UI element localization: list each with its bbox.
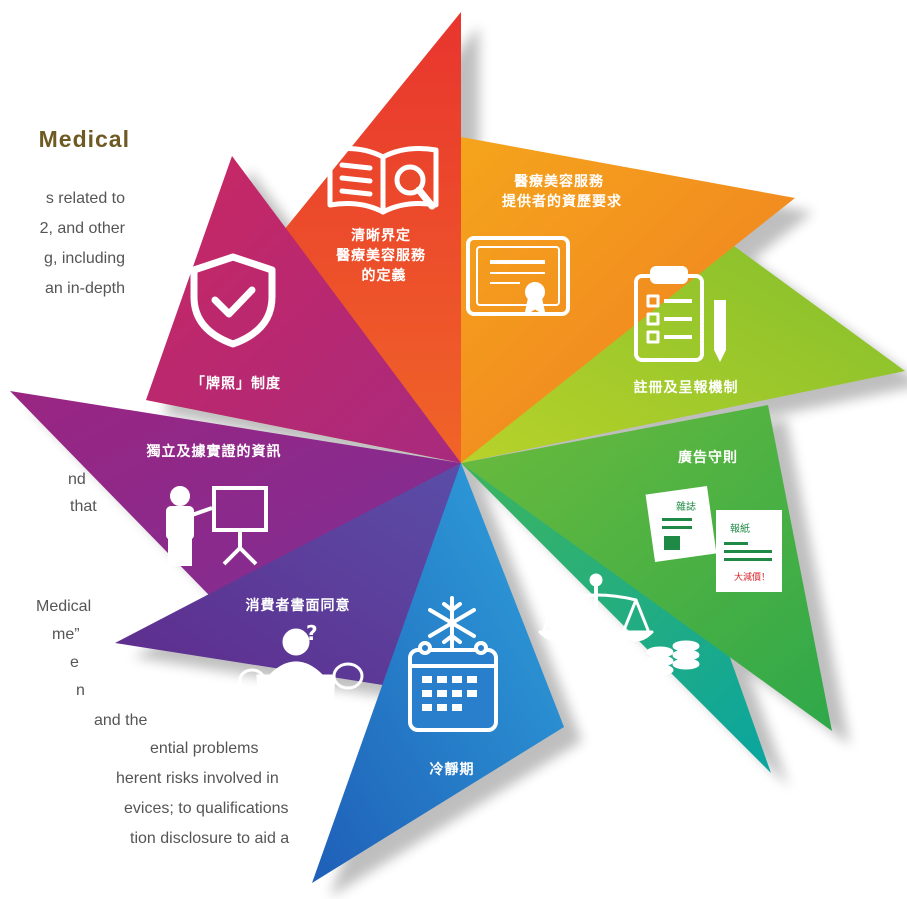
blade-disputes xyxy=(461,463,771,773)
blade-qualifications xyxy=(461,137,795,463)
magazine-label: 雜誌 xyxy=(676,500,696,513)
body-text-line: g, including xyxy=(44,250,125,267)
body-text-line: and the xyxy=(94,712,148,729)
presenter-board-icon xyxy=(166,486,268,566)
qualifications-label: 醫療美容服務 提供者的資歷要求 xyxy=(502,173,622,210)
disputes-label: 排解糾紛及 申訴機制 xyxy=(580,701,661,740)
body-text-line: e xyxy=(70,654,79,671)
advertising-label: 廣告守則 xyxy=(678,449,738,466)
blade-advertising xyxy=(461,405,832,731)
body-text-line: an in-depth xyxy=(44,280,125,297)
svg-text:?: ? xyxy=(306,621,318,645)
clipboard-pen-icon xyxy=(634,266,726,362)
consent-person-icon: ? xyxy=(238,621,364,730)
shield-check-icon xyxy=(190,253,276,348)
body-text-line: that xyxy=(70,498,97,515)
scale-coins-icon xyxy=(538,573,700,676)
registration-label: 註冊及呈報機制 xyxy=(634,379,739,396)
body-text-line: herent risks involved in xyxy=(116,770,279,787)
body-text-line: me” xyxy=(52,626,80,643)
cooling-off-label: 冷靜期 xyxy=(430,761,475,778)
body-text-line: tion disclosure to aid a xyxy=(130,830,290,847)
body-text-line: ential problems xyxy=(150,740,259,757)
sale-label: 大減價！ xyxy=(734,571,770,583)
certificate-icon xyxy=(466,236,570,316)
book-search-icon xyxy=(327,146,439,215)
blade-licensing xyxy=(146,156,461,463)
body-text-line: n xyxy=(76,682,85,699)
consent-label: 消費者書面同意 xyxy=(246,597,351,614)
newspaper-icon: 雜誌 報紙 大減價！ xyxy=(645,486,782,592)
blade-consent xyxy=(115,463,461,688)
information-label: 獨立及據實證的資訊 xyxy=(146,443,282,460)
newspaper-label: 報紙 xyxy=(730,522,750,535)
section-heading: Medical xyxy=(38,126,130,152)
definition-label: 清晰界定 醫療美容服務 的定義 xyxy=(336,227,432,284)
body-text-line: s related to xyxy=(45,190,125,207)
body-text-line: nd xyxy=(68,471,86,488)
body-text-line: Medical xyxy=(36,598,92,615)
licensing-label: 「牌照」制度 xyxy=(191,375,281,392)
body-text-line: 2, and other xyxy=(39,220,125,237)
body-text-line: evices; to qualifications xyxy=(124,800,289,817)
blade-information xyxy=(10,391,461,630)
calendar-snowflake-icon xyxy=(408,596,498,732)
